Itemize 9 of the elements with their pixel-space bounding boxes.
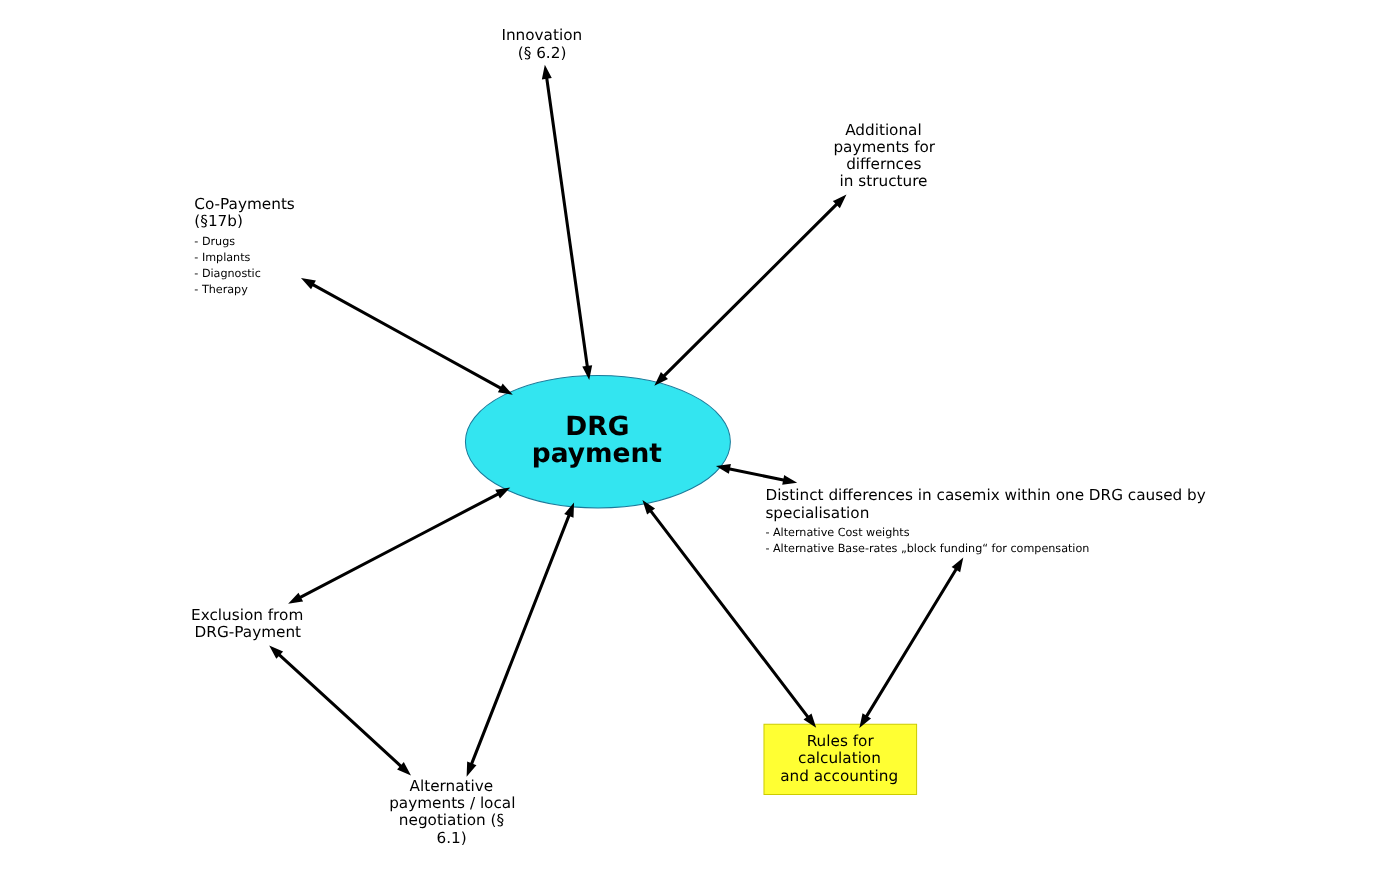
arrow bbox=[269, 644, 411, 775]
arrow bbox=[859, 556, 964, 728]
arrow bbox=[300, 277, 513, 394]
arrow bbox=[642, 499, 817, 727]
arrow bbox=[715, 463, 798, 484]
arrow bbox=[288, 486, 511, 603]
arrow bbox=[654, 193, 847, 385]
arrow bbox=[466, 501, 575, 776]
arrow bbox=[541, 63, 593, 379]
